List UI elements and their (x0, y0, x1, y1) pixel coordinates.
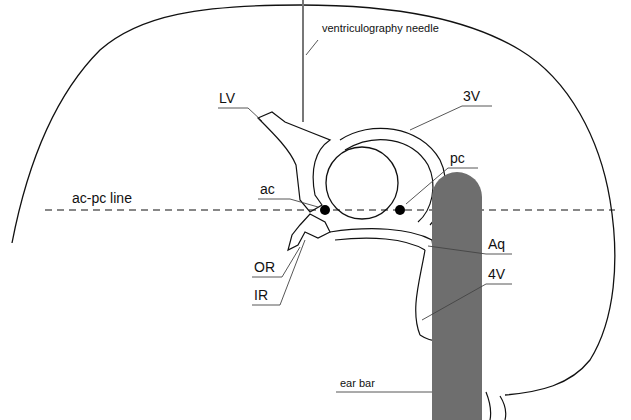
part-label: Aq (488, 236, 505, 252)
pc-dot (395, 205, 405, 215)
part-label: 3V (463, 88, 480, 104)
leader-lines (218, 40, 512, 392)
lateral-ventricle (258, 112, 330, 212)
ventriculography-needle (302, 0, 304, 122)
part-label: ear bar (340, 377, 375, 390)
ear-bar (432, 172, 482, 420)
part-label: LV (219, 90, 235, 106)
spinal-cord (486, 392, 506, 420)
part-label: pc (450, 150, 465, 166)
aqueduct (330, 229, 432, 250)
part-label: 4V (488, 266, 505, 282)
part-label: ac-pc line (72, 190, 132, 206)
part-label: IR (254, 287, 268, 303)
part-label: ventriculography needle (322, 22, 439, 35)
olfactory-recess (288, 214, 330, 250)
ac-dot (320, 205, 330, 215)
skull-outline (12, 5, 615, 395)
massa-intermedia (326, 147, 398, 219)
part-label: ac (260, 181, 275, 197)
part-label: OR (254, 259, 275, 275)
